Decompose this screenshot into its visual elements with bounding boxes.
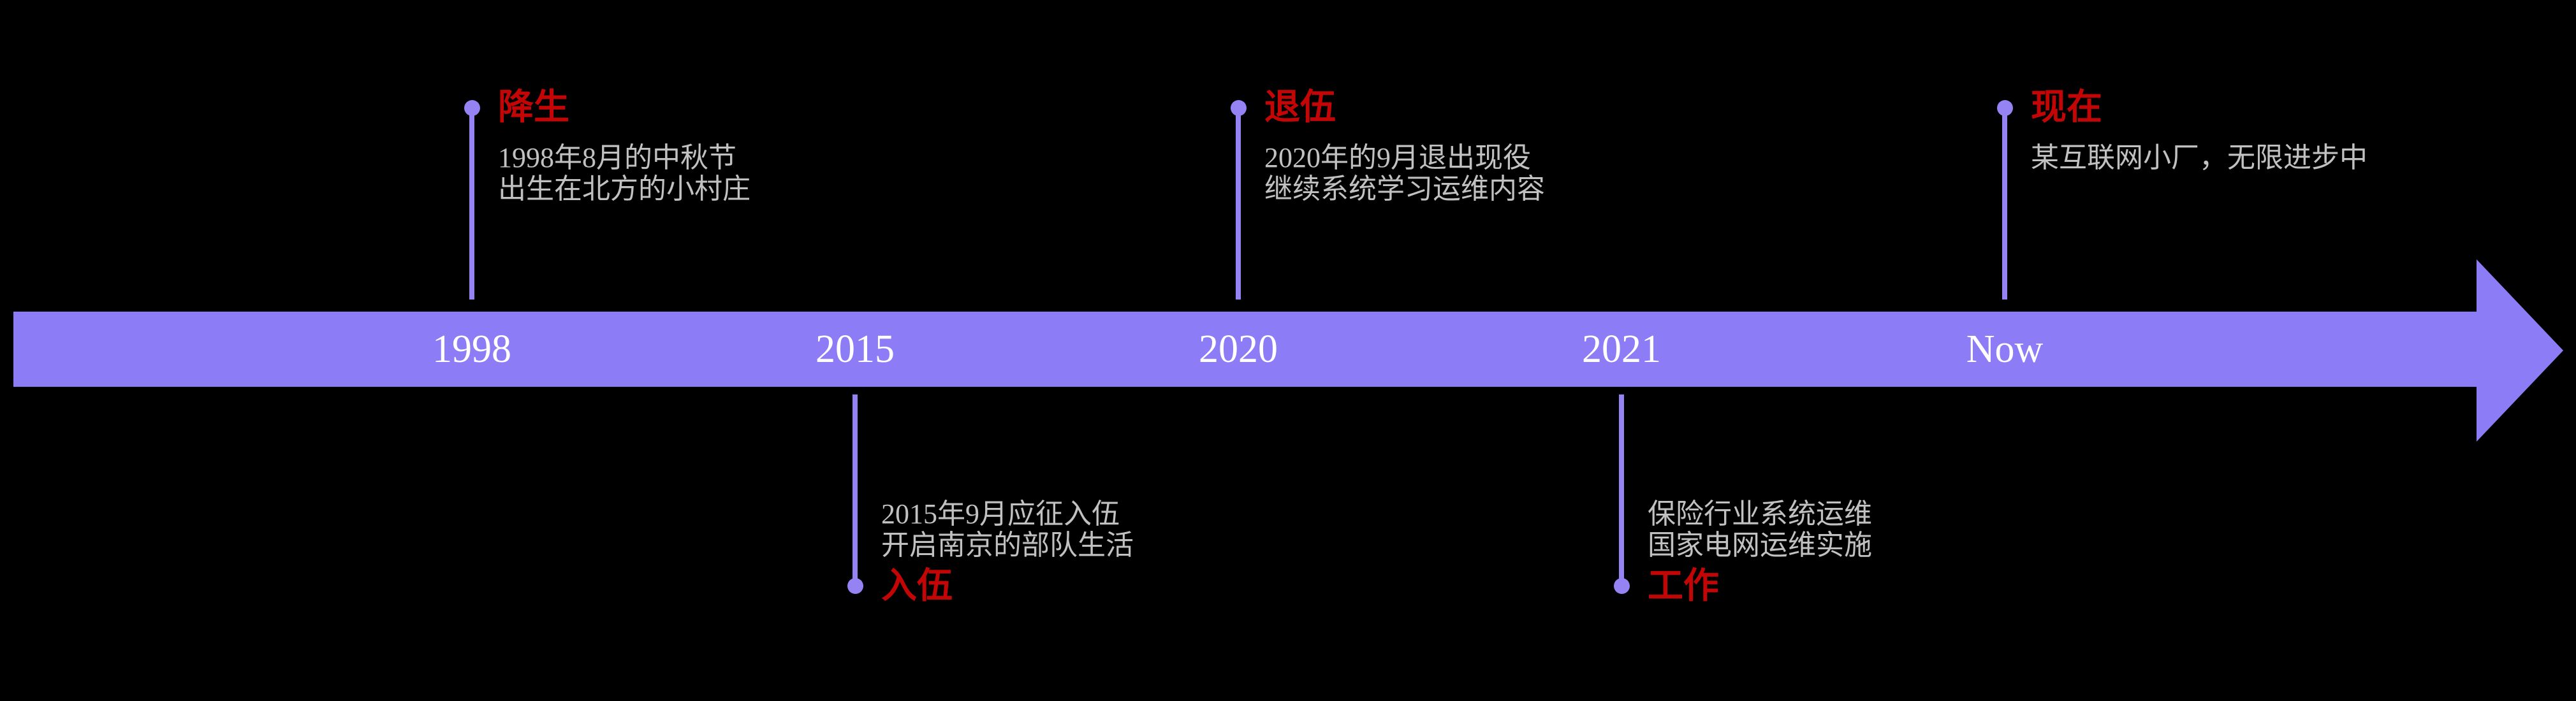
year-label-1998: 1998 bbox=[432, 328, 511, 371]
year-label-now: Now bbox=[1966, 328, 2044, 371]
milestone-desc-line: 某互联网小厂，无限进步中 bbox=[2031, 142, 2367, 173]
milestone-dot-now bbox=[1997, 100, 2013, 116]
milestone-dot-1998 bbox=[464, 100, 480, 116]
year-label-2015: 2015 bbox=[816, 328, 895, 371]
milestone-desc-2015: 2015年9月应征入伍 开启南京的部队生活 bbox=[881, 498, 1134, 561]
milestone-desc-2021: 保险行业系统运维 国家电网运维实施 bbox=[1648, 498, 1872, 561]
milestone-title-2020: 退伍 bbox=[1264, 88, 1336, 127]
milestone-desc-line: 2020年的9月退出现役 bbox=[1264, 142, 1531, 173]
milestone-desc-now: 某互联网小厂，无限进步中 bbox=[2031, 142, 2367, 173]
milestone-dot-2020 bbox=[1231, 100, 1247, 116]
milestone-desc-line: 出生在北方的小村庄 bbox=[498, 173, 750, 205]
milestone-dot-2021 bbox=[1614, 578, 1630, 594]
milestone-stem-2020 bbox=[1236, 108, 1241, 300]
milestone-desc-line: 开启南京的部队生活 bbox=[881, 530, 1134, 561]
milestone-desc-line: 保险行业系统运维 bbox=[1648, 498, 1872, 530]
milestone-stem-2021 bbox=[1619, 394, 1624, 586]
timeline-bar bbox=[13, 312, 2480, 387]
timeline-arrowhead-icon bbox=[2477, 259, 2563, 442]
milestone-desc-2020: 2020年的9月退出现役 继续系统学习运维内容 bbox=[1264, 142, 1545, 205]
milestone-desc-line: 国家电网运维实施 bbox=[1648, 530, 1872, 561]
milestone-stem-1998 bbox=[469, 108, 474, 300]
milestone-stem-2015 bbox=[853, 394, 858, 586]
milestone-desc-line: 继续系统学习运维内容 bbox=[1264, 173, 1545, 205]
milestone-title-2021: 工作 bbox=[1648, 567, 1719, 606]
milestone-desc-line: 2015年9月应征入伍 bbox=[881, 498, 1120, 530]
milestone-title-2015: 入伍 bbox=[881, 567, 953, 606]
year-label-2020: 2020 bbox=[1199, 328, 1278, 371]
milestone-stem-now bbox=[2002, 108, 2007, 300]
milestone-dot-2015 bbox=[847, 578, 863, 594]
milestone-title-now: 现在 bbox=[2031, 88, 2102, 127]
milestone-title-1998: 降生 bbox=[498, 88, 569, 127]
milestone-desc-line: 1998年8月的中秋节 bbox=[498, 142, 736, 173]
year-label-2021: 2021 bbox=[1582, 328, 1661, 371]
milestone-desc-1998: 1998年8月的中秋节 出生在北方的小村庄 bbox=[498, 142, 750, 205]
